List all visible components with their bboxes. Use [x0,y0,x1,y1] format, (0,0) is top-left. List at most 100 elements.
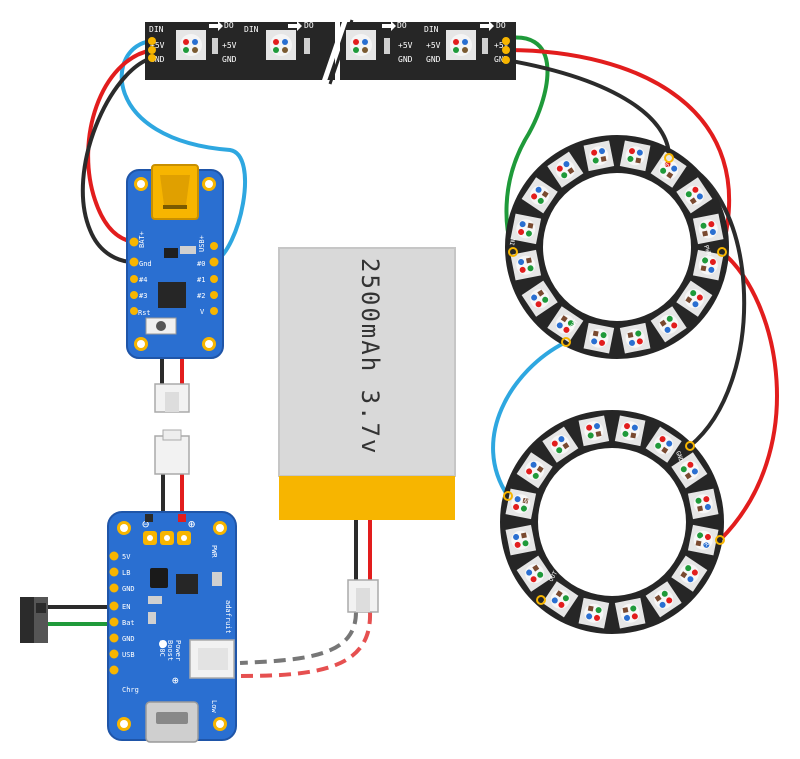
pb-pin-usb: USB [122,651,135,659]
jst-connector-trinket [154,383,190,413]
arrow-right-icon [288,21,302,31]
ring-pixel [619,140,651,172]
arrow-right-icon [209,21,223,31]
ring-pixel [583,140,615,172]
strip-p4-do: DO [496,21,506,30]
wire-ring1-pwr-to-ring2-pwr [718,250,779,542]
strip-p4-gnd-in: GND [426,55,441,64]
pb-name-3: 500C [158,640,166,657]
ring-pixel [542,426,579,463]
strip-p1-gnd: GND [150,55,165,64]
strip-p1-gnd-out: GND [222,55,237,64]
ring-pixel [516,555,553,592]
trinket-pin-rst: Rst [138,309,151,317]
ring-pixel [692,249,724,281]
wires [48,35,779,678]
strip-p4-gnd-out: GND [494,55,509,64]
neopixel-ring-1 [505,135,729,359]
pb-pin-en: EN [122,603,130,611]
pb-brand: adafruit [224,600,232,634]
ring-pixel [650,306,687,343]
strip-pixel-2: DIN DO [244,21,314,60]
arrow-right-icon [382,21,396,31]
ring-pixel [687,488,719,520]
strip-p3-5v: +5V [398,41,413,50]
ring2-in-label: IN [519,496,529,506]
ring-pixel [614,597,646,629]
ring-pixel [578,415,610,447]
strip-p3-gnd: GND [398,55,413,64]
pb-pin-lb: LB [122,569,130,577]
strip-pixel-3: DO +5V GND [346,21,413,64]
strip-p1-5v-out: +5V [222,41,237,50]
ring-pixel [516,452,553,489]
arrow-right-icon [480,21,494,31]
jst-connector-powerboost [154,429,190,475]
trinket-pin-2: #2 [197,292,205,300]
strip-p1-do: DO [224,21,234,30]
trinket-pin-usb: USB+ [198,235,206,252]
trinket-board: BAT+ Gnd #4 #3 Rst USB+ #0 #1 #2 V [126,164,224,359]
slide-switch [20,597,48,643]
pb-pin-gnd2: GND [122,635,135,643]
strip-break-icon [321,17,349,83]
ring-pixel [645,426,682,463]
battery-label: 2500mAh 3.7v [356,258,384,455]
pb-name-2: Boost [166,640,174,661]
neopixel-ring-2 [500,410,724,634]
ring-pixel [505,524,537,556]
battery-band [279,476,455,520]
pb-pin-5v: 5V [122,553,131,561]
wire-strip-do-to-ring1-in [492,35,550,254]
ring-pixel [510,213,542,245]
ring1-pwr-label: PWR [702,244,712,257]
ring-pixel [521,280,558,317]
trinket-pin-3: #3 [139,292,147,300]
strip-p2-do: DO [304,21,314,30]
strip-p4-5v-in: +5V [426,41,441,50]
wire-ring1-out-to-ring2-in [491,340,568,498]
plus-icon-2: ⊕ [172,674,179,687]
minus-icon: ⊖ [142,517,149,531]
ring-pixel [671,452,708,489]
ring-body [500,410,724,634]
pb-low-label: Low [210,700,218,713]
ring-pixel [676,177,713,214]
ring-pixel [578,597,610,629]
strip-p3-do: DO [397,21,407,30]
ring-pixel [619,322,651,354]
pb-pin-gnd: GND [122,585,135,593]
ring-pixel [583,322,615,354]
ring-pixel [547,151,584,188]
pb-pin-bat: Bat [122,619,135,627]
lipo-battery: 2500mAh 3.7v [278,247,456,613]
trinket-pin-v: V [200,308,205,316]
battery-body [278,247,456,477]
wire-strip-5v-to-trinket-bat [86,48,154,244]
strip-p2-din: DIN [244,25,259,34]
ring-pixel [676,280,713,317]
ring1-in-label: IN [509,238,517,247]
wire-strip-gnd-to-ring1-gnd [504,58,672,160]
wire-strip-gnd-to-trinket-gnd [80,56,154,264]
pb-pin-chrg: Chrg [122,686,139,694]
ring-pixel [645,581,682,618]
strip-p1-5v: +5V [150,41,165,50]
ring-pixel [687,524,719,556]
ring-pixel [671,555,708,592]
trinket-pin-1: #1 [197,276,205,284]
wire-battery-dashed-red [239,611,373,678]
powerboost-board: ⊖ ⊕ 5V LB GND EN Bat GND USB Chrg PWR ad… [107,511,237,743]
trinket-chip [158,282,186,308]
strip-p1-din: DIN [149,25,164,34]
ring2-out-label: OUT [548,570,560,583]
pb-pwr-label: PWR [210,545,218,558]
trinket-pin-4: #4 [139,276,147,284]
ring-pixel [510,249,542,281]
ring-pixel [614,415,646,447]
strip-pixel-4: DIN +5V GND DO +5V GND [424,21,509,64]
pb-name-1: Power [174,640,182,661]
ring-pixel [542,581,579,618]
trinket-pin-0: #0 [197,260,205,268]
